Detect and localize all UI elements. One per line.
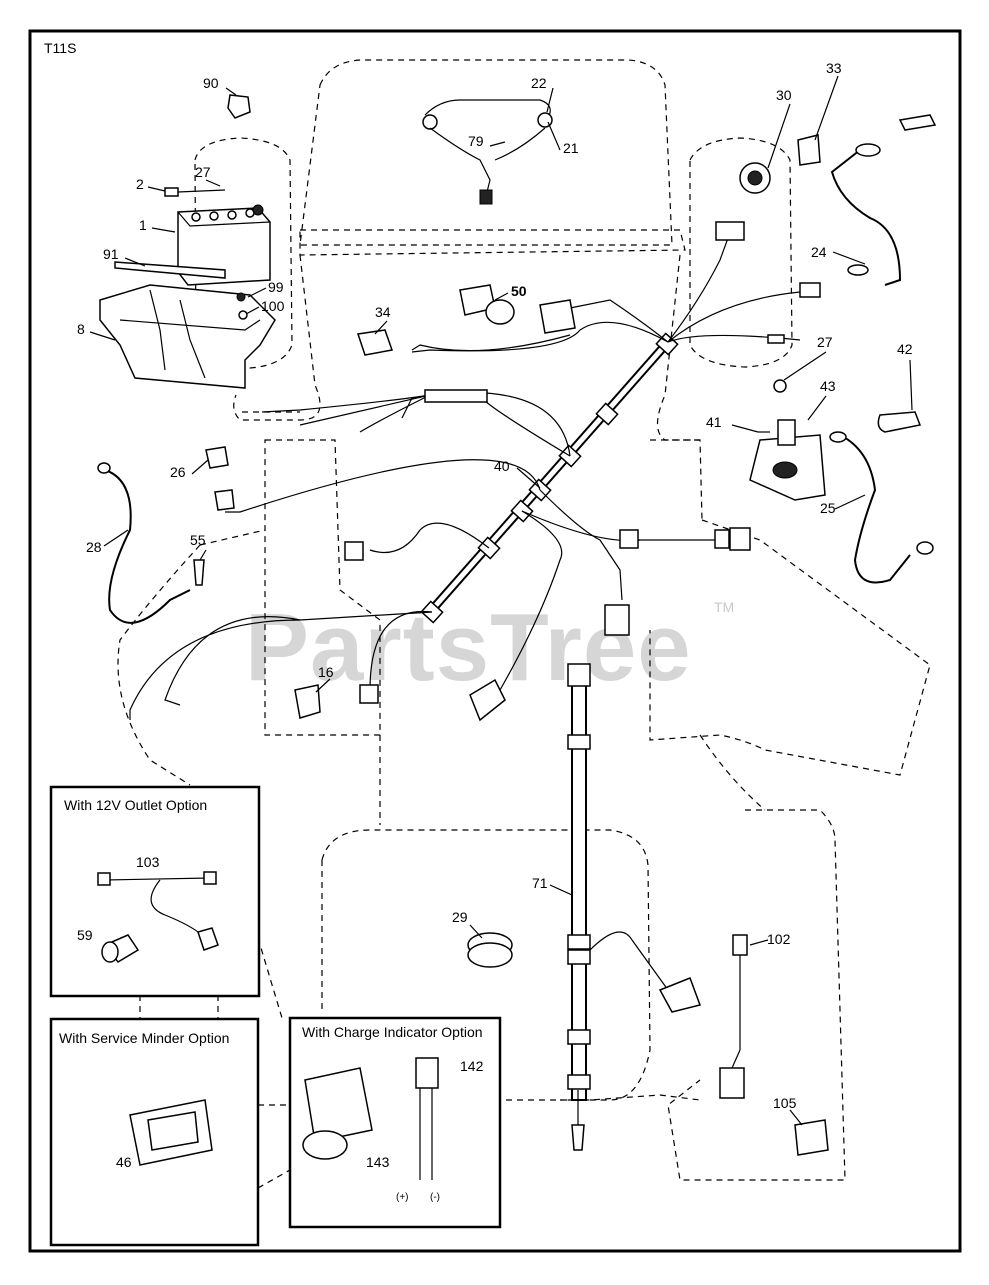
lower-harness: [567, 663, 701, 1151]
label-142: 142: [460, 1058, 484, 1074]
outlet-option-title: With 12V Outlet Option: [64, 797, 207, 813]
label-55: 55: [190, 532, 206, 548]
label-34: 34: [375, 304, 391, 320]
label-71: 71: [532, 875, 548, 891]
label-99: 99: [268, 279, 284, 295]
label-143: 143: [366, 1154, 390, 1170]
label-27-right: 27: [817, 334, 833, 350]
label-105: 105: [773, 1095, 797, 1111]
label-22: 22: [531, 75, 547, 91]
label-59: 59: [77, 927, 93, 943]
terminal-negative: (-): [430, 1192, 440, 1203]
label-2: 2: [136, 176, 144, 192]
diagram-border: [28, 29, 962, 1253]
label-79: 79: [468, 133, 484, 149]
watermark-tm: TM: [714, 599, 734, 615]
chassis-outline: [117, 59, 931, 1189]
label-42: 42: [897, 341, 913, 357]
option-charge-indicator: With Charge Indicator Option 143 142 (+)…: [288, 1016, 502, 1229]
terminal-positive: (+): [396, 1192, 409, 1203]
service-option-title: With Service Minder Option: [59, 1030, 229, 1046]
label-30: 30: [776, 87, 792, 103]
label-28: 28: [86, 539, 102, 555]
label-40: 40: [494, 458, 510, 474]
charge-option-title: With Charge Indicator Option: [302, 1024, 483, 1040]
label-46: 46: [116, 1154, 132, 1170]
label-102: 102: [767, 931, 791, 947]
label-50: 50: [511, 283, 527, 299]
label-91: 91: [103, 246, 119, 262]
label-27-top: 27: [195, 164, 211, 180]
label-1: 1: [139, 217, 147, 233]
main-harness: [129, 237, 801, 722]
diagram-code: T11S: [44, 40, 76, 56]
label-41: 41: [706, 414, 722, 430]
label-103: 103: [136, 854, 160, 870]
label-29: 29: [452, 909, 468, 925]
label-33: 33: [826, 60, 842, 76]
label-90: 90: [203, 75, 219, 91]
label-100: 100: [261, 298, 285, 314]
part-callouts: 90 22 79 21 30 33 2 27 1 91 99 100 8 34 …: [77, 60, 913, 1126]
label-25: 25: [820, 500, 836, 516]
option-service-minder: With Service Minder Option 46: [49, 1017, 260, 1247]
label-8: 8: [77, 321, 85, 337]
option-12v-outlet: With 12V Outlet Option 103 59: [49, 785, 261, 998]
misc-parts: [97, 94, 937, 1156]
label-26: 26: [170, 464, 186, 480]
label-21: 21: [563, 140, 579, 156]
label-16: 16: [318, 664, 334, 680]
battery-assembly: [99, 187, 276, 389]
label-43: 43: [820, 378, 836, 394]
label-24: 24: [811, 244, 827, 260]
